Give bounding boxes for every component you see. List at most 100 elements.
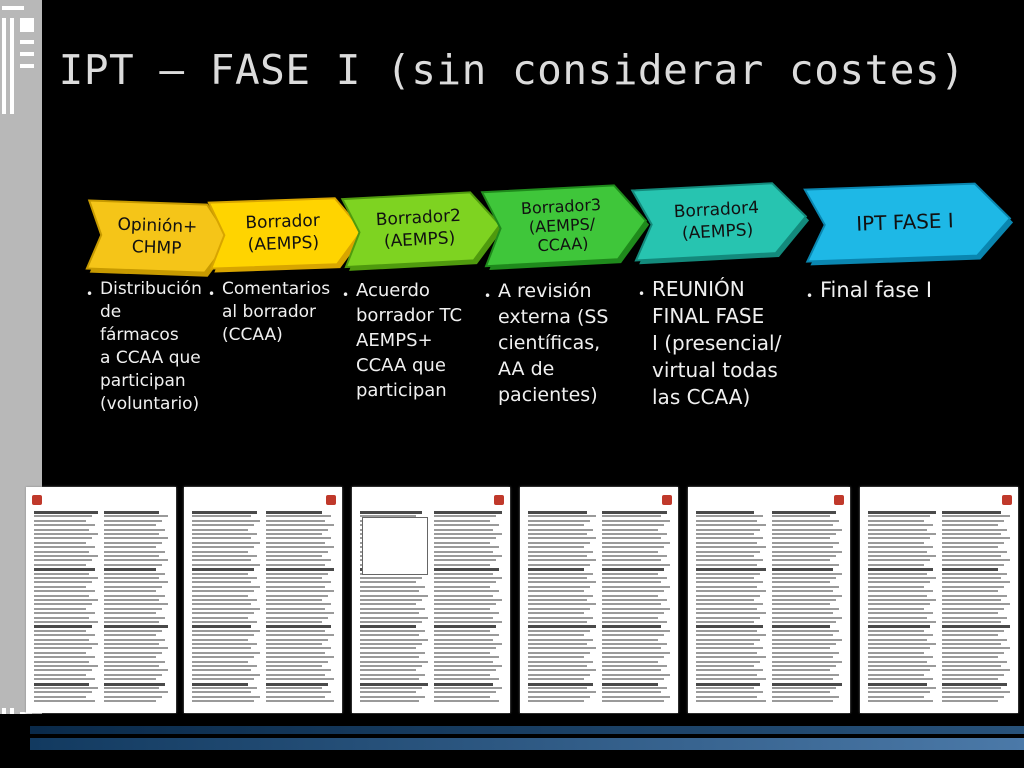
page-text-line [266, 687, 322, 689]
page-text-line [868, 691, 930, 694]
page-logo-icon [662, 495, 672, 505]
page-text-line [696, 528, 760, 531]
bullet-item: •Final fase I [806, 276, 966, 304]
page-text-line [104, 550, 165, 553]
page-text-line [360, 647, 416, 650]
page-text-line [360, 511, 422, 514]
page-text-line [868, 568, 933, 572]
page-text-line [602, 616, 658, 619]
page-text-line [602, 577, 667, 579]
page-text-line [942, 524, 998, 527]
page-text-line [34, 563, 86, 566]
page-text-line [696, 585, 757, 588]
page-text-line [192, 568, 254, 572]
page-text-line [192, 585, 260, 588]
page-text-line [772, 691, 830, 694]
page-text-line [266, 594, 328, 597]
page-text-line [868, 550, 927, 553]
page-text-line [602, 585, 670, 588]
page-text-line [266, 550, 328, 553]
bullet-text-line: Comentarios [222, 279, 331, 299]
page-text-line [104, 599, 159, 601]
page-text-line [266, 647, 331, 650]
page-text-line [34, 665, 98, 667]
page-text-line [772, 515, 830, 518]
page-text-line [434, 594, 493, 597]
page-text-line [434, 651, 490, 654]
page-text-line [696, 572, 760, 575]
bullet-text-line: AA de [498, 358, 555, 380]
page-text-line [192, 638, 248, 641]
page-text-line [434, 687, 502, 689]
page-text-line [942, 594, 1007, 597]
page-text-line [34, 700, 95, 703]
page-text-line [34, 638, 89, 641]
page-text-line [192, 687, 257, 689]
page-text-line [360, 603, 416, 606]
page-text-line [104, 572, 165, 575]
page-text-line [942, 695, 1004, 698]
page-text-line [192, 603, 251, 606]
page-text-line [528, 687, 587, 689]
page-text-line [942, 515, 1010, 518]
page-text-line [602, 511, 667, 514]
page-text-line [192, 621, 257, 623]
page-text-line [34, 599, 98, 601]
page-text-line [104, 581, 168, 584]
page-text-line [104, 568, 156, 572]
page-text-line [772, 594, 842, 597]
page-text-line [528, 568, 584, 572]
page-text-line [34, 687, 98, 689]
page-text-line [868, 643, 936, 645]
page-text-line [192, 537, 251, 540]
page-text-line [266, 581, 331, 584]
bullet-text-line: (voluntario) [100, 394, 200, 414]
page-text-line [942, 691, 1010, 694]
page-text-line [528, 638, 593, 641]
page-text-line [360, 678, 419, 681]
page-text-line [602, 682, 658, 686]
page-text-line [104, 594, 165, 597]
page-text-line [192, 695, 260, 698]
page-text-line [528, 524, 584, 527]
page-text-line [772, 559, 830, 562]
page-text-line [772, 533, 836, 535]
page-text-line [602, 634, 664, 637]
page-text-line [942, 519, 1004, 522]
page-text-line [942, 700, 998, 703]
page-text-line [104, 511, 159, 514]
page-text-line [266, 528, 328, 531]
page-text-line [104, 673, 162, 676]
page-text-line [772, 682, 842, 686]
page-text-line [696, 687, 754, 689]
chevron-step-4 [480, 184, 650, 271]
page-text-line [696, 643, 754, 645]
page-text-line [192, 629, 260, 632]
page-text-line [266, 603, 331, 606]
page-text-line [434, 700, 499, 703]
page-text-line [104, 607, 162, 610]
page-text-line [34, 682, 89, 686]
page-text-line [434, 572, 493, 575]
page-text-line [942, 541, 1004, 544]
page-text-line [34, 616, 89, 619]
decor-mark [20, 64, 34, 68]
page-text-line [696, 629, 757, 632]
page-text-line [696, 660, 760, 663]
page-text-line [192, 559, 251, 562]
page-text-line [434, 581, 496, 584]
page-text-line [104, 665, 159, 667]
bullet-text-line: participan [356, 380, 447, 401]
page-text-line [942, 660, 1007, 663]
page-text-line [266, 660, 328, 663]
page-text-line [434, 656, 499, 659]
page-text-line [266, 555, 322, 557]
page-text-line [192, 616, 248, 619]
page-text-line [772, 634, 833, 637]
page-text-line [104, 669, 168, 672]
page-text-line [266, 515, 331, 518]
page-text-line [360, 594, 428, 597]
